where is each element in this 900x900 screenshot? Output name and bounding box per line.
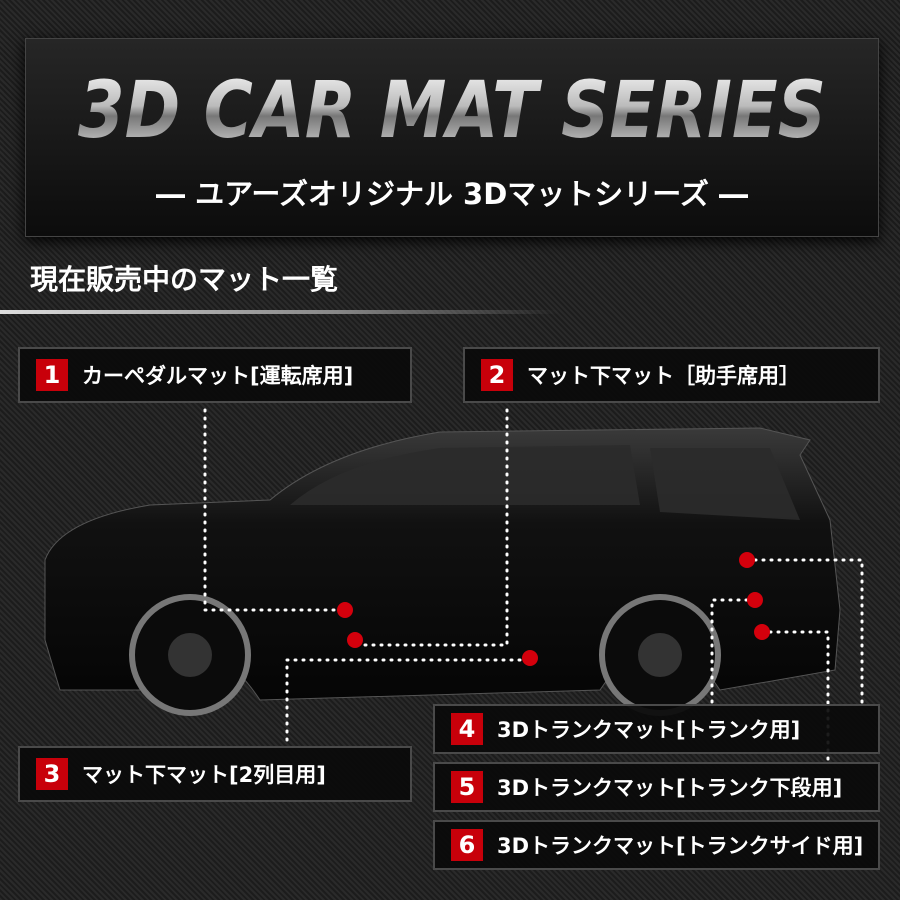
item-number-badge: 4 [451,713,483,745]
marker-dot-1 [337,602,353,618]
item-label-4: 4 3Dトランクマット[トランク用] [433,704,880,754]
item-number-badge: 2 [481,359,513,391]
item-label-3: 3 マット下マット[2列目用] [18,746,412,802]
section-heading: 現在販売中のマット一覧 [30,263,339,296]
front-wheel-hub [168,633,212,677]
car-windows [290,445,800,520]
item-number-badge: 1 [36,359,68,391]
series-title: 3D CAR MAT SERIES [34,61,870,161]
marker-dot-6 [754,624,770,640]
rear-wheel-hub [638,633,682,677]
item-name: マット下マット[2列目用] [82,763,326,787]
series-subtitle: ― ユアーズオリジナル 3Dマットシリーズ ― [156,177,748,211]
item-label-2: 2 マット下マット［助手席用］ [463,347,880,403]
item-label-5: 5 3Dトランクマット[トランク下段用] [433,762,880,812]
marker-dot-4 [739,552,755,568]
leader-line-2 [353,408,509,647]
item-label-6: 6 3Dトランクマット[トランクサイド用] [433,820,880,870]
item-name: 3Dトランクマット[トランク下段用] [497,776,843,800]
marker-dot-2 [347,632,363,648]
title-banner: 3D CAR MAT SERIES ― ユアーズオリジナル 3Dマットシリーズ … [25,38,879,237]
marker-dot-3 [522,650,538,666]
item-label-1: 1 カーペダルマット[運転席用] [18,347,412,403]
heading-underline [0,310,560,314]
item-number-badge: 6 [451,829,483,861]
leader-line-1 [203,408,347,612]
item-number-badge: 3 [36,758,68,790]
item-number-badge: 5 [451,771,483,803]
leader-line-3 [285,658,532,742]
item-name: 3Dトランクマット[トランク用] [497,718,801,742]
item-name: 3Dトランクマット[トランクサイド用] [497,834,864,858]
leader-line-5 [710,598,757,707]
marker-dot-5 [747,592,763,608]
item-name: マット下マット［助手席用］ [527,364,800,388]
item-name: カーペダルマット[運転席用] [82,364,354,388]
